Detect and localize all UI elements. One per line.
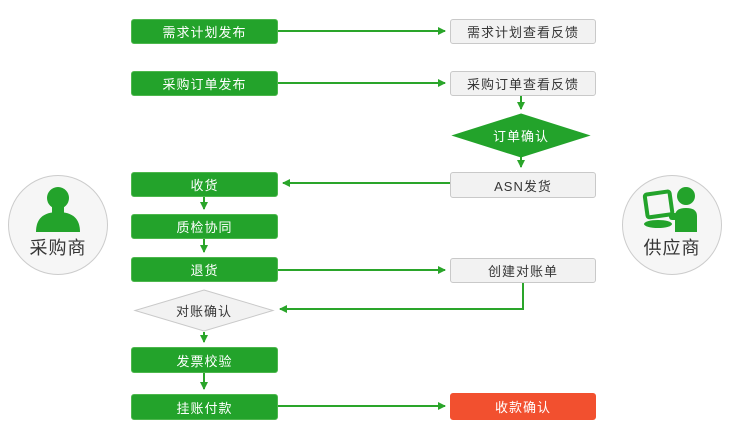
order-confirm-diamond	[451, 113, 591, 158]
node-asn-ship: ASN发货	[450, 172, 596, 198]
node-return-goods: 退货	[131, 257, 278, 282]
arrow-statement-to-confirm	[279, 283, 524, 313]
node-invoice-check: 发票校验	[131, 347, 278, 373]
statement-confirm-diamond	[133, 289, 275, 332]
node-demand-plan-publish: 需求计划发布	[131, 19, 278, 44]
node-purchase-order-feedback: 采购订单查看反馈	[450, 71, 596, 96]
node-demand-plan-feedback: 需求计划查看反馈	[450, 19, 596, 44]
actor-buyer: 采购商	[8, 175, 108, 275]
actor-supplier: 供应商	[622, 175, 722, 275]
node-receive-goods: 收货	[131, 172, 278, 197]
node-create-statement: 创建对账单	[450, 258, 596, 283]
node-quality-collab: 质检协同	[131, 214, 278, 239]
actor-supplier-label: 供应商	[643, 238, 701, 258]
node-purchase-order-publish: 采购订单发布	[131, 71, 278, 96]
person-laptop-icon	[642, 187, 697, 232]
node-pending-payment: 挂账付款	[131, 394, 278, 420]
person-icon	[36, 187, 80, 232]
actor-buyer-label: 采购商	[29, 238, 87, 258]
node-payment-confirm: 收款确认	[450, 393, 596, 420]
